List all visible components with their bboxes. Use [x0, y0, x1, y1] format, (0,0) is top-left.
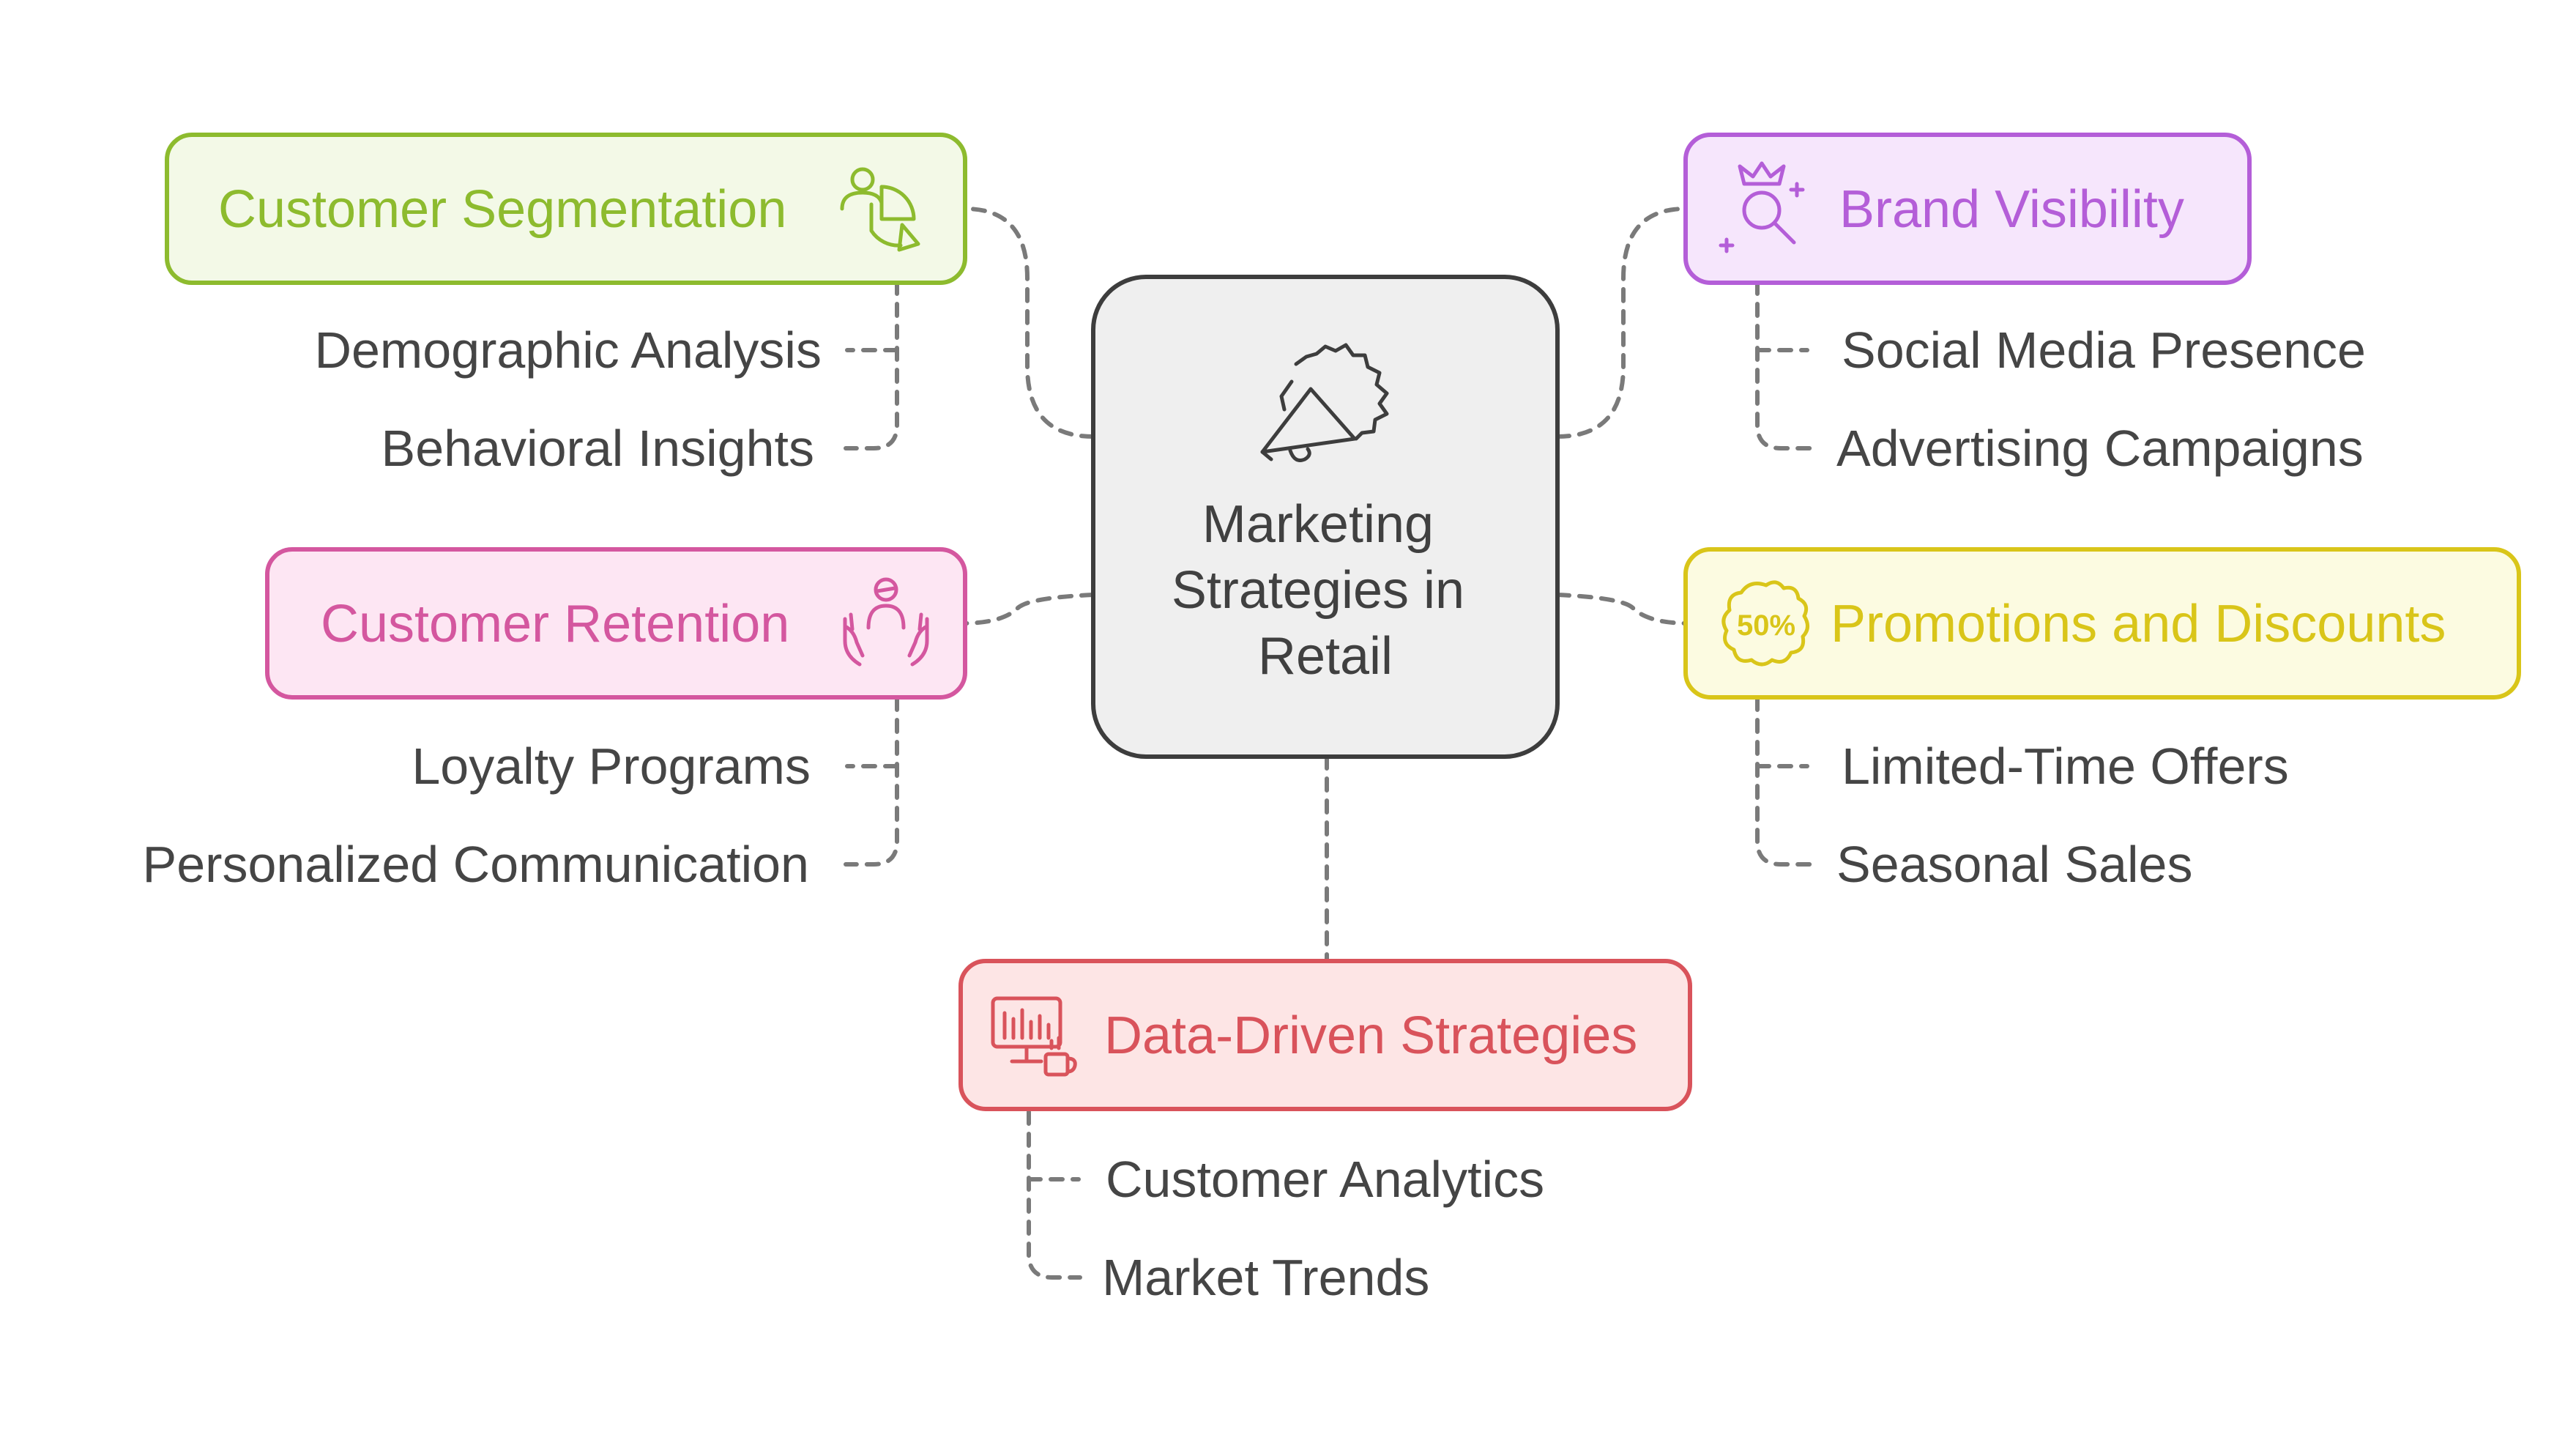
category-retention: Customer Retention Loyalty Programs Pers… — [143, 547, 967, 893]
promotions-item-1: Limited-Time Offers — [1842, 738, 2289, 795]
center-label-line-2: Strategies in — [1172, 561, 1464, 620]
discount-badge-text: 50% — [1737, 609, 1795, 642]
connector-retention-trunk — [844, 696, 899, 867]
connector-center-promotions — [1555, 593, 1688, 626]
segmentation-item-2: Behavioral Insights — [381, 420, 814, 477]
connectors — [844, 207, 1812, 1280]
brand-item-1: Social Media Presence — [1842, 322, 2366, 379]
retention-item-1: Loyalty Programs — [412, 738, 811, 795]
crown-search-icon — [1719, 161, 1805, 253]
promotions-item-2: Seasonal Sales — [1836, 836, 2192, 893]
svg-text:Marketing Strategies in: Marketing Strategies in Retail — [1172, 495, 1479, 686]
center-node: Marketing Strategies in Retail — [1091, 275, 1560, 759]
category-promotions: 50% Promotions and Discounts Limited-Tim… — [1683, 547, 2521, 893]
category-segmentation: Customer Segmentation Demographic Analys… — [165, 133, 967, 477]
connector-promotions-trunk — [1755, 696, 1812, 867]
megaphone-icon — [1260, 343, 1389, 462]
promotions-box — [1683, 547, 2521, 700]
segmentation-box — [165, 133, 967, 285]
brand-box — [1683, 133, 2252, 285]
discount-badge-icon: 50% — [1721, 580, 1809, 667]
hands-person-icon — [843, 577, 929, 667]
pie-chart-user-icon — [840, 167, 920, 252]
connector-brand-trunk — [1755, 280, 1812, 450]
brand-title: Brand Visibility — [1839, 180, 2184, 239]
data-item-1: Customer Analytics — [1106, 1151, 1544, 1208]
category-brand: Brand Visibility Social Media Presence A… — [1683, 133, 2366, 477]
monitor-chart-icon — [991, 996, 1077, 1077]
connector-data-trunk — [1027, 1110, 1082, 1280]
category-data: Data-Driven Strategies Customer Analytic… — [958, 959, 1692, 1306]
connector-segmentation-trunk — [844, 280, 899, 450]
connector-center-segmentation — [963, 207, 1095, 439]
retention-box — [265, 547, 967, 700]
center-label-line-1: Marketing — [1202, 495, 1434, 554]
data-item-2: Market Trends — [1102, 1249, 1429, 1306]
center-box — [1091, 275, 1560, 759]
center-label-line-3: Retail — [1258, 627, 1393, 686]
retention-item-2: Personalized Communication — [143, 836, 809, 893]
promotions-title: Promotions and Discounts — [1831, 595, 2446, 653]
connector-center-brand — [1555, 207, 1688, 439]
segmentation-title: Customer Segmentation — [218, 180, 786, 239]
data-title: Data-Driven Strategies — [1104, 1006, 1637, 1065]
connector-center-retention — [963, 593, 1095, 626]
data-box — [958, 959, 1692, 1111]
segmentation-item-1: Demographic Analysis — [314, 322, 822, 379]
brand-item-2: Advertising Campaigns — [1836, 420, 2364, 477]
retention-title: Customer Retention — [321, 595, 789, 653]
